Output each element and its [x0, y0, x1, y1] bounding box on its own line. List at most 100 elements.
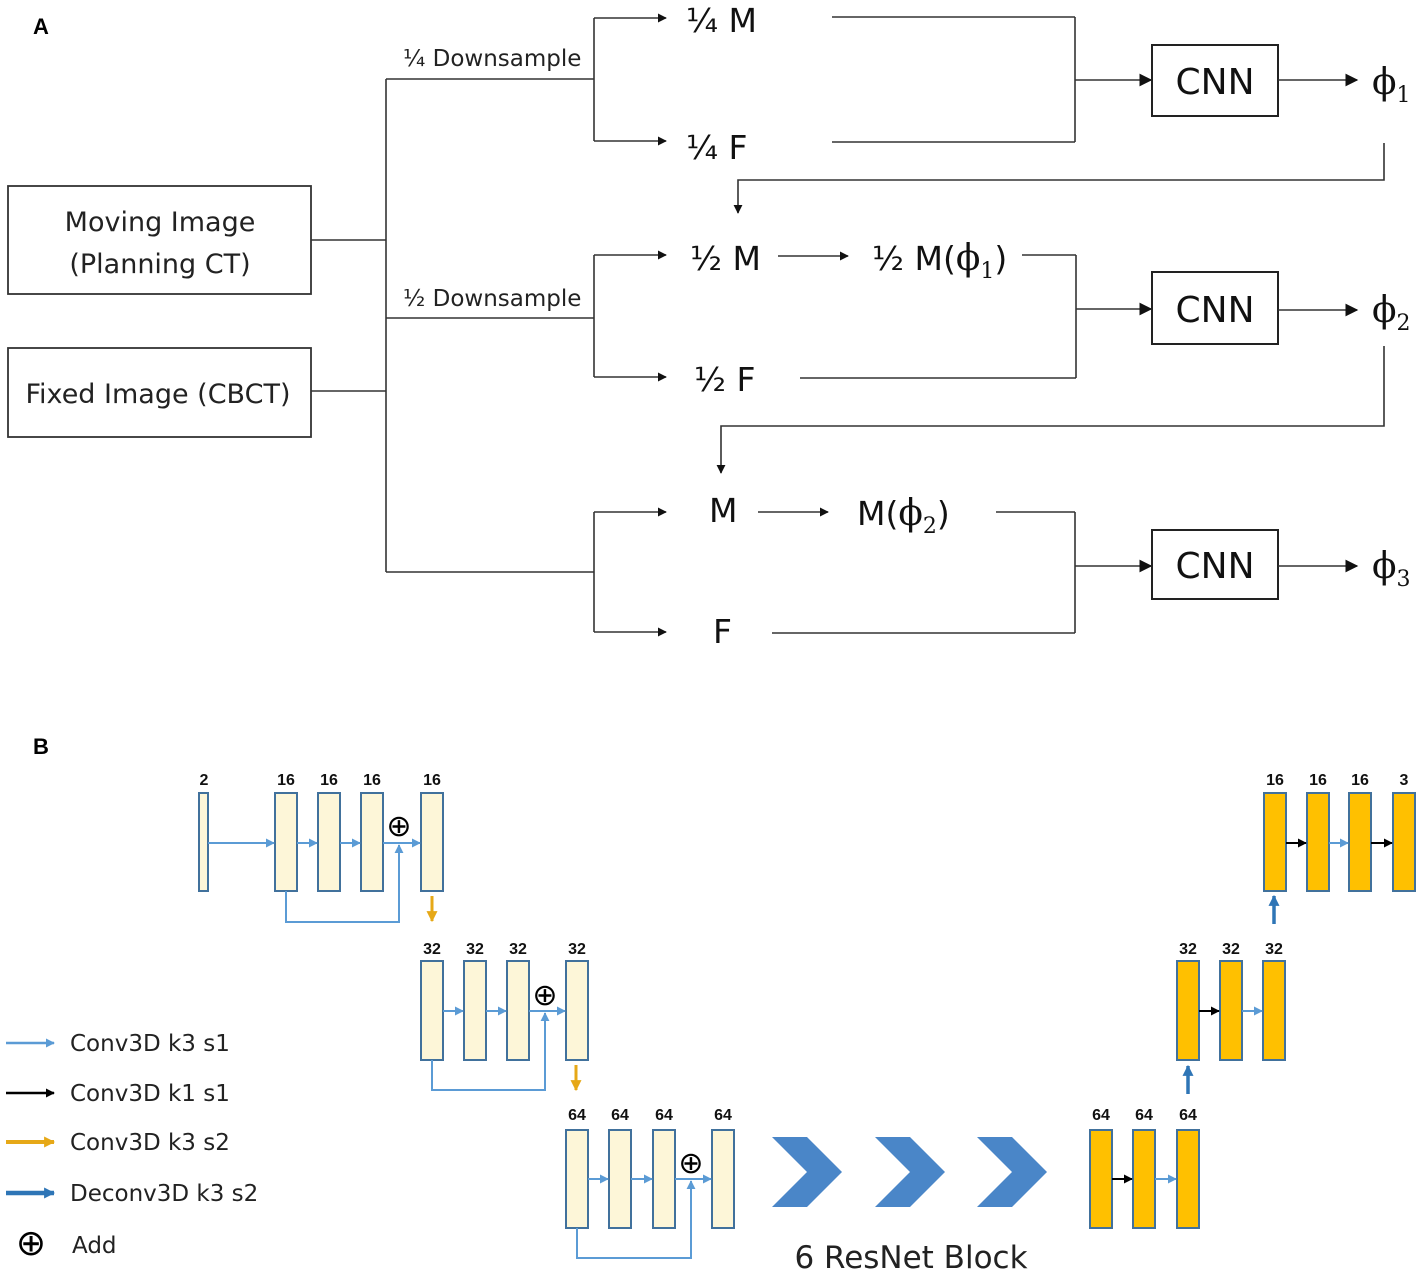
- feature-block: [608, 1129, 632, 1229]
- channel-label: 32: [509, 941, 527, 958]
- feature-block: [1132, 1129, 1156, 1229]
- row-half: ½ M ½ M(ϕ1) ½ F CNN ϕ2: [593, 238, 1411, 474]
- resnet-chevron: [772, 1137, 842, 1207]
- channel-label: 16: [1351, 772, 1369, 789]
- channel-label: 64: [655, 1107, 673, 1124]
- feature-block: [1089, 1129, 1113, 1229]
- f-label: F: [713, 612, 732, 651]
- channel-label: 16: [363, 772, 381, 789]
- feature-block: [1219, 960, 1243, 1061]
- feature-block: [360, 792, 384, 892]
- add-legend-icon: ⊕: [16, 1223, 46, 1264]
- channel-label: 64: [714, 1107, 732, 1124]
- level1-encoder: 2 16 16 16 16 ⊕: [198, 772, 444, 923]
- add-icon: ⊕: [678, 1146, 703, 1181]
- feature-block: [198, 792, 209, 892]
- feature-block: [317, 792, 341, 892]
- row-full: M M(ϕ2) F CNN ϕ3: [593, 491, 1411, 651]
- add-icon: ⊕: [532, 978, 557, 1013]
- feature-block: [420, 960, 444, 1061]
- channel-label: 64: [1179, 1107, 1197, 1124]
- input-trunk-lines: [311, 78, 594, 573]
- quarter-downsample-label: ¼ Downsample: [403, 46, 581, 72]
- legend-label: Conv3D k3 s1: [70, 1031, 230, 1057]
- panel-a-letter: A: [33, 14, 49, 39]
- legend-label: Add: [72, 1233, 117, 1259]
- panel-b-letter: B: [33, 734, 49, 759]
- quarter-m-label: ¼ M: [686, 1, 757, 40]
- channel-label: 16: [1309, 772, 1327, 789]
- half-m-warped-label: ½ M(ϕ1): [872, 238, 1007, 284]
- channel-label: 32: [1265, 941, 1283, 958]
- half-downsample-label: ½ Downsample: [403, 286, 581, 312]
- feature-block: [711, 1129, 735, 1229]
- m-warped-label: M(ϕ2): [857, 493, 950, 539]
- channel-label: 64: [1092, 1107, 1110, 1124]
- fixed-image-label: Fixed Image (CBCT): [25, 379, 290, 410]
- cnn-label-1: CNN: [1176, 62, 1255, 103]
- level2-decoder: 32 32 32: [1176, 894, 1286, 1061]
- feature-block: [1262, 960, 1286, 1061]
- cnn-box-2: [1151, 271, 1279, 345]
- fixed-image-box: [7, 347, 312, 438]
- feature-block: [463, 960, 487, 1061]
- level2-encoder: 32 32 32 32 ⊕: [420, 941, 589, 1092]
- channel-label: 16: [277, 772, 295, 789]
- level3-decoder: 64 64 64: [1089, 1064, 1200, 1229]
- add-icon: ⊕: [386, 809, 411, 844]
- feature-block: [565, 960, 589, 1061]
- quarter-f-label: ¼ F: [686, 128, 747, 167]
- cnn-label-2: CNN: [1176, 290, 1255, 331]
- phi-2: ϕ2: [1372, 290, 1411, 336]
- half-f-label: ½ F: [694, 360, 755, 399]
- channel-label: 64: [568, 1107, 586, 1124]
- feature-block: [420, 792, 444, 892]
- panel-a: A Moving Image (Planning CT) Fixed Image…: [7, 1, 1411, 651]
- feature-block: [1263, 792, 1287, 892]
- channel-label: 2: [200, 772, 209, 789]
- cnn-label-3: CNN: [1176, 546, 1255, 587]
- level3-encoder: 64 64 64 64 ⊕: [565, 1107, 735, 1259]
- channel-label: 16: [320, 772, 338, 789]
- feature-block: [1176, 960, 1200, 1061]
- channel-label: 32: [1179, 941, 1197, 958]
- phi-1: ϕ1: [1372, 62, 1411, 108]
- feature-block: [1306, 792, 1330, 892]
- resnet-chevron: [977, 1137, 1047, 1207]
- feature-block: [1176, 1129, 1200, 1229]
- feature-block: [565, 1129, 589, 1229]
- channel-label: 32: [423, 941, 441, 958]
- channel-label: 16: [1266, 772, 1284, 789]
- moving-image-label-line2: (Planning CT): [69, 249, 250, 280]
- legend-label: Conv3D k3 s2: [70, 1130, 230, 1156]
- half-m-label: ½ M: [690, 239, 761, 278]
- row-quarter: ¼ M ¼ F CNN ϕ1: [593, 1, 1411, 214]
- channel-label: 3: [1400, 772, 1409, 789]
- channel-label: 32: [466, 941, 484, 958]
- resnet-label: 6 ResNet Block: [794, 1240, 1027, 1275]
- m-label: M: [709, 491, 737, 530]
- cnn-box-3: [1151, 529, 1279, 600]
- moving-image-label-line1: Moving Image: [65, 207, 256, 238]
- channel-label: 16: [423, 772, 441, 789]
- legend: Conv3D k3 s1 Conv3D k1 s1 Conv3D k3 s2 D…: [6, 1031, 258, 1264]
- resnet-chevron: [875, 1137, 945, 1207]
- panel-b: B 2 16 16 16 16 ⊕ 32 32: [6, 734, 1416, 1275]
- legend-label: Deconv3D k3 s2: [70, 1181, 258, 1207]
- feature-block: [1392, 792, 1416, 892]
- feature-block: [652, 1129, 676, 1229]
- channel-label: 32: [1222, 941, 1240, 958]
- feature-block: [506, 960, 530, 1061]
- channel-label: 64: [611, 1107, 629, 1124]
- feature-block: [274, 792, 298, 892]
- phi-3: ϕ3: [1372, 546, 1411, 592]
- cnn-box-1: [1151, 44, 1279, 117]
- channel-label: 32: [568, 941, 586, 958]
- feature-block: [1348, 792, 1372, 892]
- moving-image-box: [7, 185, 312, 295]
- channel-label: 64: [1135, 1107, 1153, 1124]
- level1-decoder: 16 16 16 3: [1263, 772, 1416, 892]
- legend-label: Conv3D k1 s1: [70, 1081, 230, 1107]
- resnet-blocks: 6 ResNet Block: [772, 1137, 1047, 1275]
